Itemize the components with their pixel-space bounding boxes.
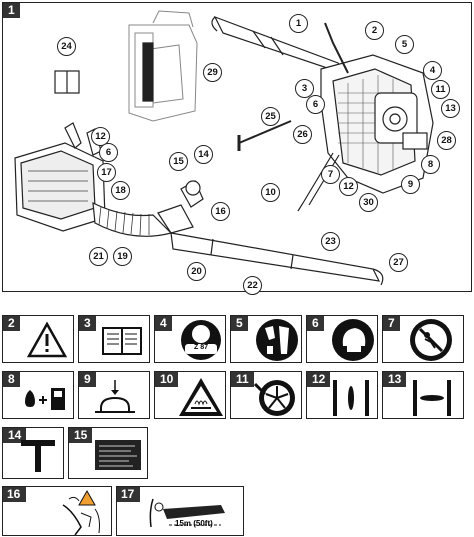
callout: 12 (339, 177, 358, 196)
callout: 11 (431, 80, 450, 99)
callout: 8 (421, 155, 440, 174)
safety-distance-text: 15m (50ft) (175, 519, 213, 528)
panel-label: 3 (79, 316, 96, 331)
symbol-panel-15: 15 (68, 427, 148, 479)
panel-label: 16 (3, 487, 27, 502)
symbol-panel-12: 12 (306, 371, 378, 419)
choke-open-icon (333, 380, 369, 416)
head-protection-icon (332, 319, 374, 361)
callout: 5 (395, 35, 414, 54)
callout: 16 (211, 202, 230, 221)
protective-clothing-icon (256, 319, 298, 361)
callout: 26 (293, 125, 312, 144)
symbol-panel-6: 6 (306, 315, 378, 363)
operator-warning-icon (62, 489, 100, 536)
safety-distance-icon (149, 498, 225, 528)
choke-closed-icon (413, 380, 451, 416)
callout: 19 (113, 247, 132, 266)
callout: 22 (243, 276, 262, 295)
panel-label: 12 (307, 372, 331, 387)
protection-standard-text: Z 87 (193, 344, 208, 351)
panel-label: 6 (307, 316, 324, 331)
panel-label: 8 (3, 372, 20, 387)
callout: 20 (187, 262, 206, 281)
symbol-panel-8: 8 (2, 371, 74, 419)
panel-label: 5 (231, 316, 248, 331)
warning-triangle-icon (26, 321, 68, 358)
symbol-panel-14: 14 (2, 427, 64, 479)
symbol-panel-3: 3 (78, 315, 150, 363)
panel-label: 4 (155, 316, 172, 331)
panel-label: 17 (117, 487, 141, 502)
callout: 4 (423, 61, 442, 80)
callout: 29 (203, 63, 222, 82)
callout: 6 (306, 95, 325, 114)
panel-label: 14 (3, 428, 27, 443)
fuel-mix-icon (25, 388, 65, 410)
callout: 1 (289, 14, 308, 33)
product-label-icon (95, 440, 141, 470)
ear-eye-protection-icon (181, 320, 221, 360)
symbol-panel-17: 17 15m (50ft) (116, 486, 244, 536)
callout: 17 (97, 163, 116, 182)
symbol-panel-11: 11 (230, 371, 302, 419)
callout: 14 (194, 145, 213, 164)
callout: 15 (169, 152, 188, 171)
rotating-fan-icon (253, 380, 295, 416)
callout: 13 (441, 99, 460, 118)
panel-label: 11 (231, 372, 254, 387)
no-bystanders-icon (410, 319, 452, 361)
symbol-panel-9: 9 (78, 371, 150, 419)
symbol-panel-2: 2 (2, 315, 74, 363)
stop-t-icon (21, 440, 55, 472)
symbol-panel-5: 5 (230, 315, 302, 363)
read-manual-icon (102, 327, 142, 355)
symbol-panel-10: 10 (154, 371, 226, 419)
callout: 27 (389, 253, 408, 272)
symbol-panel-4: 4 Z 87 (154, 315, 226, 363)
primer-bulb-icon (95, 380, 135, 413)
symbol-panel-16: 16 (2, 486, 112, 536)
callout: 10 (261, 183, 280, 202)
blower-illustration (14, 10, 434, 286)
callout: 3 (295, 79, 314, 98)
symbol-panel-13: 13 (382, 371, 464, 419)
callout: 7 (321, 165, 340, 184)
hot-surface-icon (179, 378, 223, 416)
callout: 30 (359, 193, 378, 212)
callout: 21 (89, 247, 108, 266)
callout: 2 (365, 21, 384, 40)
panel-label: 1 (3, 3, 20, 18)
main-illustration-panel: 1 (2, 2, 472, 295)
panel-label: 9 (79, 372, 96, 387)
callout: 9 (401, 175, 420, 194)
callout: 28 (437, 131, 456, 150)
panel-label: 15 (69, 428, 93, 443)
panel-label: 13 (383, 372, 407, 387)
callout: 18 (111, 181, 130, 200)
callout: 23 (321, 232, 340, 251)
panel-label: 2 (3, 316, 20, 331)
callout: 6 (99, 143, 118, 162)
callout: 24 (57, 37, 76, 56)
panel-label: 10 (155, 372, 179, 387)
panel-label: 7 (383, 316, 400, 331)
symbol-panel-7: 7 (382, 315, 464, 363)
callout: 25 (261, 107, 280, 126)
